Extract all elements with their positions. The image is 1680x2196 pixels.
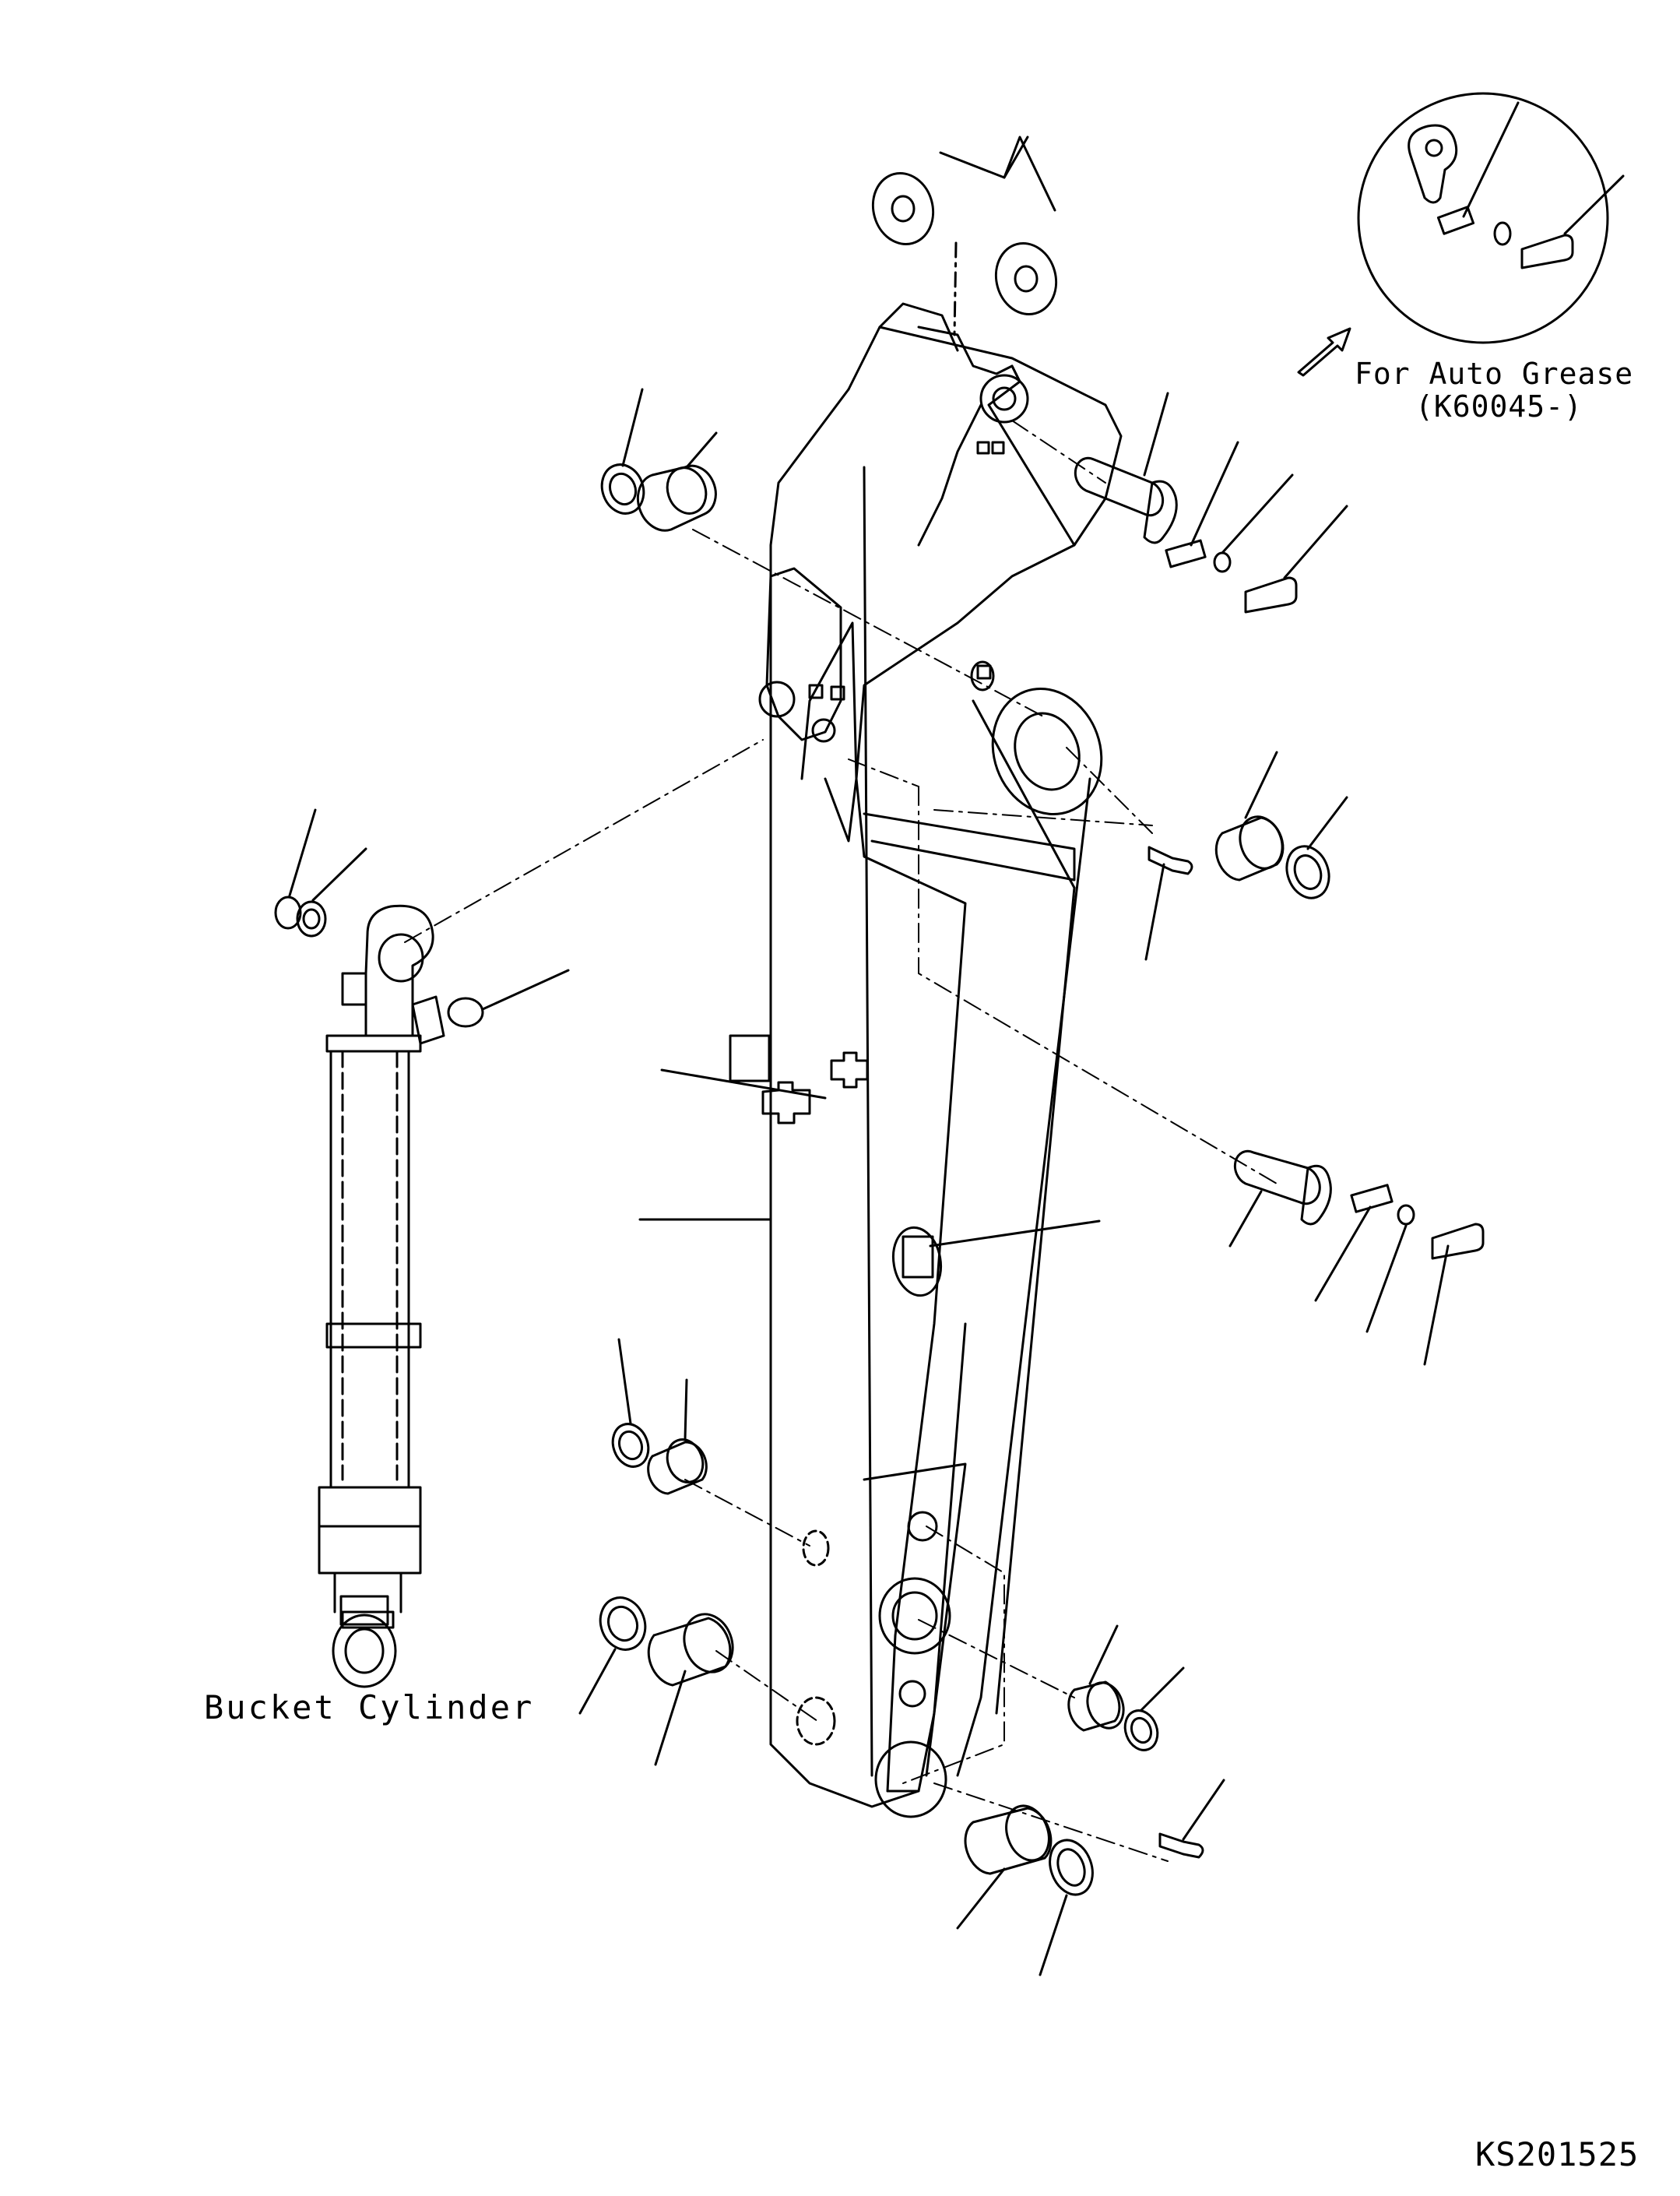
lower-left-bushings: [578, 1338, 734, 1766]
bucket-cylinder-label: Bucket Cylinder: [204, 1688, 535, 1726]
top-shims: [871, 135, 1058, 336]
bucket-cylinder: [274, 808, 570, 1688]
top-right-pin: [1074, 392, 1348, 614]
lower-right-bushings: [956, 1624, 1225, 1976]
leader-lines: [638, 1068, 1101, 1248]
auto-grease-serial: (K60045-): [1415, 389, 1583, 424]
mid-right-bushings: [1144, 751, 1348, 961]
upper-bushings: [600, 388, 718, 532]
auto-grease-detail: [1297, 92, 1625, 377]
center-lines: [404, 420, 1278, 1862]
arm-body: [729, 302, 1123, 1818]
auto-grease-note: For Auto Grease: [1355, 357, 1634, 391]
mid-right-pin: [1228, 1149, 1485, 1366]
arrow-icon: [1297, 327, 1351, 377]
drawing-code: KS201525: [1475, 2135, 1640, 2173]
